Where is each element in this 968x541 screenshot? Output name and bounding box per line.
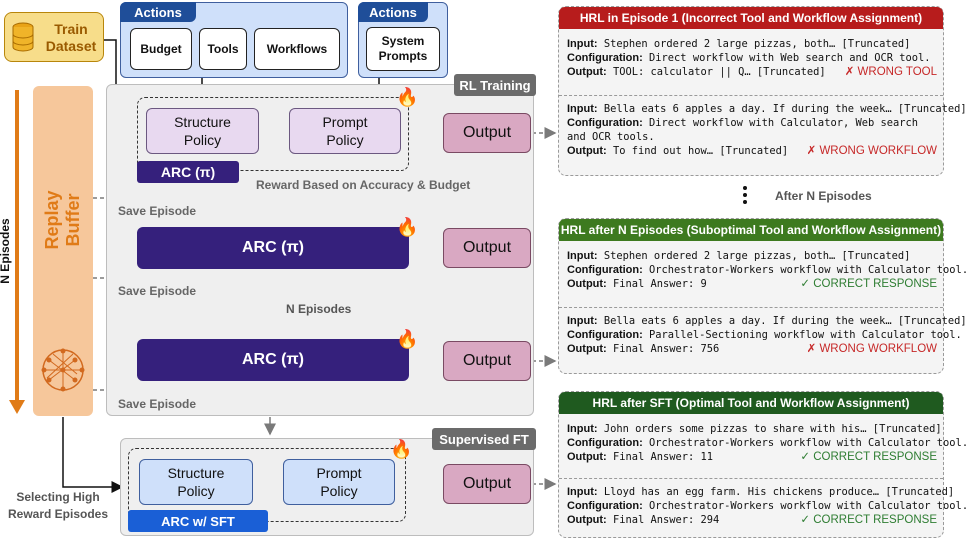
input-label: Input: xyxy=(567,250,598,262)
fire-icon: 🔥 xyxy=(396,329,419,349)
output-label: Output: xyxy=(567,451,607,463)
replay-buffer-label: Replay Buffer xyxy=(42,190,83,250)
database-icon xyxy=(11,22,35,52)
tools-action: Tools xyxy=(199,28,247,70)
configuration-text: Direct workflow with Calculator, Web sea… xyxy=(567,117,919,143)
input-text: Stephen ordered 2 large pizzas, both… [T… xyxy=(603,38,911,50)
train-dataset-label: Train Dataset xyxy=(45,21,97,54)
input-text: Bella eats 6 apples a day. If during the… xyxy=(603,103,967,115)
configuration-label: Configuration: xyxy=(567,52,643,64)
panel-after-sft: HRL after SFT (Optimal Tool and Workflow… xyxy=(558,391,968,538)
panel-title: HRL after N Episodes (Suboptimal Tool an… xyxy=(559,219,943,241)
example: Input: Bella eats 6 apples a day. If dur… xyxy=(567,102,967,158)
configuration-text: Orchestrator-Workers workflow with Calcu… xyxy=(649,437,968,449)
output-episode-1: Output xyxy=(443,113,531,153)
panel-title: HRL after SFT (Optimal Tool and Workflow… xyxy=(559,392,943,414)
configuration-text: Orchestrator-Workers workflow with Calcu… xyxy=(649,500,968,512)
budget-action: Budget xyxy=(130,28,192,70)
arc-sft-label: ARC w/ SFT xyxy=(128,510,268,532)
input-text: Lloyd has an egg farm. His chickens prod… xyxy=(603,486,955,498)
selecting-high-reward-label: Selecting High Reward Episodes xyxy=(7,490,109,521)
arc-label-episode-1: ARC (π) xyxy=(137,161,239,183)
example: Input: Lloyd has an egg farm. His chicke… xyxy=(567,485,968,527)
panel-episode-1: HRL in Episode 1 (Incorrect Tool and Wor… xyxy=(558,6,967,176)
supervised-ft-title: Supervised FT xyxy=(432,428,536,450)
rl-training-title: RL Training xyxy=(454,74,536,96)
reward-label: Reward Based on Accuracy & Budget xyxy=(256,178,471,192)
actions-header-2: Actions xyxy=(358,2,428,22)
output-text: To find out how… [Truncated] xyxy=(612,145,789,157)
configuration-label: Configuration: xyxy=(567,329,643,341)
verdict-badge: ✓ CORRECT RESPONSE xyxy=(800,278,937,290)
configuration-text: Orchestrator-Workers workflow with Calcu… xyxy=(649,264,968,276)
example: Input: Bella eats 6 apples a day. If dur… xyxy=(567,314,967,356)
sft-prompt-policy: Prompt Policy xyxy=(283,459,395,505)
output-text: TOOL: calculator || Q… [Truncated] xyxy=(612,66,826,78)
input-text: Bella eats 6 apples a day. If during the… xyxy=(603,315,967,327)
output-episode-n: Output xyxy=(443,341,531,381)
side-label-n-episodes: N Episodes xyxy=(0,218,12,283)
output-label: Output: xyxy=(567,145,607,157)
n-episodes-label: N Episodes xyxy=(286,302,352,316)
after-n-episodes-label: After N Episodes xyxy=(775,189,872,203)
verdict-badge: ✗ WRONG TOOL xyxy=(844,66,937,78)
sft-structure-policy: Structure Policy xyxy=(139,459,253,505)
output-text: Final Answer: 756 xyxy=(612,343,720,355)
verdict-badge: ✓ CORRECT RESPONSE xyxy=(800,514,937,526)
example: Input: Stephen ordered 2 large pizzas, b… xyxy=(567,249,968,291)
arc-dashed-frame xyxy=(137,97,409,171)
verdict-badge: ✗ WRONG WORKFLOW xyxy=(806,145,937,157)
brain-network-icon xyxy=(37,346,89,394)
prompt-policy: Prompt Policy xyxy=(289,108,401,154)
input-text: Stephen ordered 2 large pizzas, both… [T… xyxy=(603,250,911,262)
actions-header: Actions xyxy=(120,2,196,22)
panel-title: HRL in Episode 1 (Incorrect Tool and Wor… xyxy=(559,7,943,29)
configuration-text: Parallel-Sectioning workflow with Calcul… xyxy=(649,329,962,341)
verdict-badge: ✓ CORRECT RESPONSE xyxy=(800,451,937,463)
output-label: Output: xyxy=(567,278,607,290)
input-label: Input: xyxy=(567,38,598,50)
structure-policy: Structure Policy xyxy=(146,108,259,154)
arc-episode-n: ARC (π) xyxy=(137,339,409,381)
configuration-label: Configuration: xyxy=(567,500,643,512)
example: Input: Stephen ordered 2 large pizzas, b… xyxy=(567,37,937,79)
workflows-action: Workflows xyxy=(254,28,340,70)
configuration-label: Configuration: xyxy=(567,437,643,449)
panel-after-n-episodes: HRL after N Episodes (Suboptimal Tool an… xyxy=(558,218,968,374)
fire-icon: 🔥 xyxy=(396,217,419,237)
system-prompts-action: System Prompts xyxy=(366,27,440,71)
verdict-badge: ✗ WRONG WORKFLOW xyxy=(806,343,937,355)
input-label: Input: xyxy=(567,315,598,327)
arc-episode-2: ARC (π) xyxy=(137,227,409,269)
input-label: Input: xyxy=(567,423,598,435)
configuration-text: Direct workflow with Web search and OCR … xyxy=(649,52,931,64)
output-episode-2: Output xyxy=(443,228,531,268)
fire-icon: 🔥 xyxy=(396,87,419,107)
configuration-label: Configuration: xyxy=(567,117,643,129)
output-text: Final Answer: 294 xyxy=(612,514,720,526)
save-episode-label-1: Save Episode xyxy=(118,204,197,218)
configuration-label: Configuration: xyxy=(567,264,643,276)
output-sft: Output xyxy=(443,464,531,504)
output-label: Output: xyxy=(567,66,607,78)
input-text: John orders some pizzas to share with hi… xyxy=(603,423,942,435)
input-label: Input: xyxy=(567,486,598,498)
output-text: Final Answer: 9 xyxy=(612,278,707,290)
output-text: Final Answer: 11 xyxy=(612,451,714,463)
output-label: Output: xyxy=(567,343,607,355)
fire-icon: 🔥 xyxy=(390,439,413,459)
input-label: Input: xyxy=(567,103,598,115)
save-episode-label-2: Save Episode xyxy=(118,284,197,298)
example: Input: John orders some pizzas to share … xyxy=(567,422,968,464)
output-label: Output: xyxy=(567,514,607,526)
save-episode-label-3: Save Episode xyxy=(118,397,197,411)
